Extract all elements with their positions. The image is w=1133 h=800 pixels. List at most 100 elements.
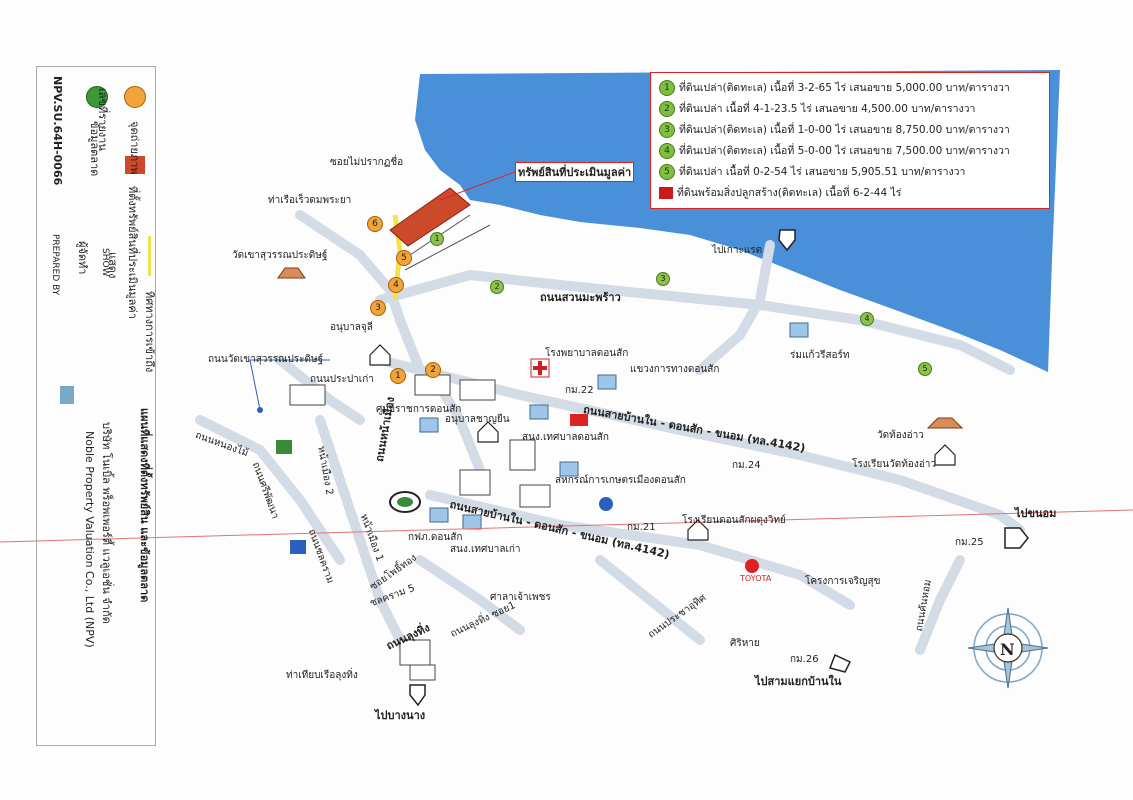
road-suan-maprao (375, 269, 1015, 375)
label-to-sam-yaek: ไปสามแยกบ้านใน (755, 675, 842, 688)
legend-row-1: 1 ที่ดินเปล่า(ติดทะเล) เนื้อที่ 3-2-65 ไ… (659, 79, 1010, 96)
label-to-koh-rat: ไปเกาะแรต (712, 245, 763, 256)
school-icons (369, 344, 956, 541)
label-pier-lung-thing: ท่าเทียบเรือลุงทิ่ง (286, 670, 358, 681)
label-school-donsak: โรงเรียนดอนสักผดุงวิทย์ (682, 515, 786, 526)
key-red-text: ที่ตั้งทรัพย์สินที่ประเมินมูลค่า (126, 186, 139, 319)
label-road-suan-maprao: ถนนสวนมะพร้าว (540, 291, 621, 304)
market-marker-5[interactable]: 5 (918, 362, 932, 376)
label-siri-hai: ศิริหาย (730, 638, 760, 649)
bank-icon (290, 540, 306, 554)
asset-parcel (389, 187, 471, 247)
photo-marker-3[interactable]: 3 (370, 300, 386, 316)
doc-no-label: เลขที่รายงาน (96, 88, 109, 151)
toyota-icon (745, 559, 759, 573)
market-marker-4[interactable]: 4 (860, 312, 874, 326)
north-label: N (1000, 640, 1015, 659)
label-road-pracha-pattana: ถนนประปาเก่า (310, 374, 374, 385)
annotation-line (439, 169, 521, 201)
prepared-label: ผู้จัดทำ (76, 241, 89, 275)
company-th: บริษัท โนเบิ้ล พร็อพเพอร์ตี้ แวลูเอชั่น … (100, 422, 113, 624)
show-en: SHOW (100, 248, 110, 277)
road-nong-mai (195, 415, 345, 565)
road-main-lower (425, 490, 855, 610)
road-pracha-uthit (595, 555, 705, 645)
photo-marker-4[interactable]: 4 (388, 277, 404, 293)
label-anuban-chanyuen: อนุบาลชาญยืน (445, 414, 510, 425)
temple-icons (277, 267, 964, 429)
road-pracha-2 (275, 355, 365, 425)
label-km25: กม.25 (955, 537, 984, 548)
company-logo-icon (60, 386, 74, 404)
label-km24: กม.24 (732, 460, 761, 471)
label-highway-office: แขวงการทางดอนสัก (630, 364, 720, 375)
road-khanhom (915, 555, 965, 655)
photo-marker-5[interactable]: 5 (396, 250, 412, 266)
label-soi-unnamed: ซอยไม่ปรากฏชื่อ (330, 157, 404, 168)
direction-arrows (409, 229, 1029, 707)
photo-marker-1[interactable]: 1 (390, 368, 406, 384)
legend-row-asset: ที่ดินพร้อมสิ่งปลูกสร้าง(ติดทะเล) เนื้อท… (659, 184, 901, 201)
road-chonkram (315, 415, 415, 665)
label-km21: กม.21 (627, 522, 656, 533)
key-orange-text: จุดถ่ายภาพ (128, 121, 141, 175)
green-circle-icon: 4 (659, 142, 675, 159)
map-title: แผนที่แสดงที่ตั้งทรัพย์สิน และข้อมูลตลาด (138, 408, 151, 603)
green-circle-icon: 1 (659, 79, 675, 96)
label-tessaban-old: สนง.เทศบาลเก่า (450, 544, 521, 555)
callout-line (249, 359, 330, 411)
prepared-en: PREPARED BY (50, 234, 60, 296)
market-marker-3[interactable]: 3 (656, 272, 670, 286)
place-icons (419, 322, 809, 530)
doc-no: NPV.SU.64H-0066 (51, 76, 64, 186)
compass-icon (967, 607, 1049, 689)
market-marker-2[interactable]: 2 (490, 280, 504, 294)
red-square-key-icon (125, 156, 145, 174)
label-km22: กม.22 (565, 385, 594, 396)
orange-marker-key-icon (124, 86, 146, 108)
legend-row-3: 3 ที่ดินเปล่า(ติดทะเล) เนื้อที่ 1-0-00 ไ… (659, 121, 1010, 138)
label-to-khanom: ไปขนอม (1015, 507, 1057, 520)
market-marker-1[interactable]: 1 (430, 232, 444, 246)
green-circle-icon: 3 (659, 121, 675, 138)
legend-row-4: 4 ที่ดินเปล่า(ติดทะเล) เนื้อที่ 5-0-00 ไ… (659, 142, 1010, 159)
label-project: โครงการเจริญสุข (805, 576, 881, 587)
green-marker-key-icon (86, 86, 108, 108)
road-pracha (415, 555, 525, 635)
photo-marker-6[interactable]: 6 (367, 216, 383, 232)
label-salachao: ศาลาเจ้าเพชร (490, 592, 551, 603)
arrow-sam-yaek (829, 653, 852, 673)
stadium-icon (389, 491, 421, 513)
company-en: Noble Property Valuation Co., Ltd (NPV) (83, 431, 96, 648)
legend: 1 ที่ดินเปล่า(ติดทะเล) เนื้อที่ 3-2-65 ไ… (650, 72, 1050, 209)
flame-icon (599, 497, 613, 511)
label-pier: ท่าเรือเร็วดมพระยา (268, 195, 352, 206)
green-circle-icon: 5 (659, 163, 675, 180)
label-tessaban-office: สนง.เทศบาลดอนสัก (522, 432, 609, 443)
legend-row-2: 2 ที่ดินเปล่า เนื้อที่ 4-1-23.5 ไร่ เสนอ… (659, 100, 975, 117)
road-main-upper (375, 355, 1025, 535)
road-to-korat (695, 240, 775, 375)
key-yellow-text: ทิศทางการเข้าถึง (143, 291, 156, 373)
label-wat-hong: วัดท้องอ่าว (877, 430, 924, 441)
arrow-khanom (1004, 527, 1029, 549)
green-circle-icon: 2 (659, 100, 675, 117)
label-school-hong: โรงเรียนวัดท้องอ่าว (852, 459, 936, 470)
label-road-wat-khao: ถนนวัดเขาสุวรรณประดิษฐ์ (208, 354, 324, 365)
yellow-line-key-icon (148, 236, 151, 276)
arrow-koh-rat (778, 229, 796, 252)
label-hospital: โรงพยาบาลดอนสัก (545, 348, 629, 359)
label-bank: กฟภ.ดอนสัก (408, 532, 463, 543)
label-residence: ร่มแก้วรีสอร์ท (790, 350, 850, 361)
side-panel: จุดถ่ายภาพ ที่ตั้งทรัพย์สินที่ประเมินมูล… (36, 66, 156, 746)
shop-icon (276, 440, 292, 454)
label-coop: สหกรณ์การเกษตรเมืองดอนสัก (555, 475, 686, 486)
red-square-icon (659, 186, 673, 199)
arrow-bang-nang (409, 684, 426, 707)
scan-line (0, 509, 1133, 543)
label-km26: กม.26 (790, 654, 819, 665)
photo-marker-2[interactable]: 2 (425, 362, 441, 378)
legend-row-5: 5 ที่ดินเปล่า เนื้อที่ 0-2-54 ไร่ เสนอขา… (659, 163, 965, 180)
mail-icon (570, 414, 588, 426)
